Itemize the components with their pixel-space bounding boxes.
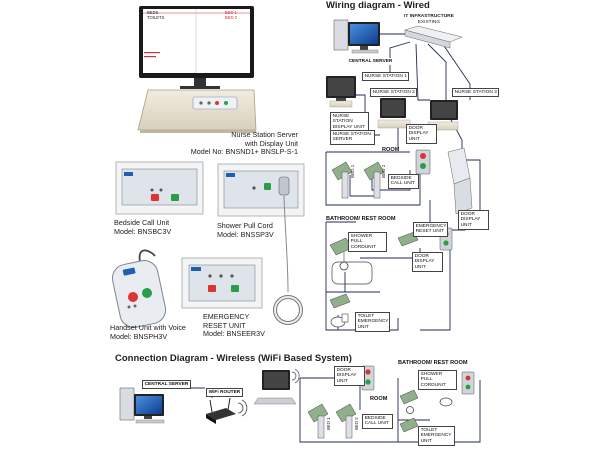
- central-server-computer: [333, 19, 380, 54]
- wireless-bedside-call-label: BEDSIDE CALL UNIT: [362, 414, 394, 429]
- bed-1-unit: [331, 161, 353, 199]
- shower-pull-label: SHOWER PULL CORDUNIT: [348, 232, 388, 253]
- door-display-label-2: DOOR DISPLAY UNIT: [458, 210, 490, 231]
- wireless-bed-2-label: BED 2: [354, 417, 359, 430]
- screen-line-left: TOILETS: [147, 15, 165, 20]
- server-caption: Nurse Station Server with Display Unit M…: [180, 130, 298, 157]
- wireless-nurse-laptop: [253, 368, 300, 405]
- existing-text: EXISTING: [417, 19, 441, 25]
- caption-line: Handset Unit with Voice: [110, 323, 186, 332]
- screen-line-right: BED 1: [224, 10, 237, 15]
- server-screen-text: BEDS BED 1 TOILETS BED 2: [147, 10, 247, 20]
- bed-1-label: BED 1: [350, 164, 355, 178]
- caption-line: Model: BNSSP3V: [217, 229, 274, 239]
- nurse-station-1-label: NURSE STATION 1: [362, 72, 410, 82]
- network-switch: [404, 25, 463, 49]
- screen-line-left: BEDS: [147, 10, 159, 15]
- caption-line: with Display Unit: [244, 138, 298, 148]
- central-server-label: CENTRAL SERVER: [347, 58, 394, 66]
- door-display-label-1: DOOR DISPLAY UNIT: [406, 124, 438, 145]
- it-infra-label: IT INFRASTRUCTURE EXISTING: [404, 14, 454, 25]
- caption-line: Model: BNSPH3V: [110, 331, 168, 341]
- caption-line: Model No: BNSND1+ BNSLP-S-1: [190, 147, 298, 157]
- it-infra-text: IT INFRASTRUCTURE: [404, 14, 454, 19]
- caption-line: RESET UNIT: [203, 320, 246, 330]
- wifi-router: [206, 397, 248, 424]
- bedside-call-label: BEDSIDE CALL UNIT: [388, 174, 420, 189]
- bed-2-unit: [363, 161, 385, 199]
- handset-image: [111, 249, 167, 328]
- emergency-caption: EMERGENCY RESET UNIT Model: BNSEER3V: [203, 312, 283, 339]
- shower-unit-image: [217, 163, 305, 325]
- wired-diagram-title: Wiring diagram - Wired: [326, 0, 430, 11]
- bedside-caption: Bedside Call Unit Model: BNSBC3V: [114, 218, 214, 236]
- door-display-label-3: DOOR DISPLAY UNIT: [412, 252, 444, 273]
- bedside-unit-image: [115, 161, 204, 215]
- caption-line: Model: BNSEER3V: [203, 329, 265, 339]
- screen-line-right: BED 2: [224, 15, 237, 20]
- caption-line: EMERGENCY: [203, 312, 250, 321]
- wireless-router-label: WiFi ROUTER: [206, 388, 243, 398]
- nurse-station-2-label: NURSE STATION 2: [370, 88, 418, 98]
- bathroom-fixture: [331, 261, 373, 285]
- wall-junction-box: [447, 147, 473, 215]
- nurse-station-3-label: NURSE STATION 3: [452, 88, 500, 98]
- caption-line: Bedside Call Unit: [114, 218, 170, 227]
- wireless-diagram-title: Connection Diagram - Wireless (WiFi Base…: [115, 353, 352, 364]
- caption-line: Model: BNSBC3V: [114, 226, 172, 236]
- nurse-station-2-monitor: [377, 98, 411, 129]
- door-display-unit-room: [415, 149, 431, 175]
- bathroom-label: BATHROOM/ REST ROOM: [326, 216, 396, 222]
- wireless-bed-1-label: BED 1: [326, 417, 331, 430]
- nurse-station-3-monitor: [427, 100, 459, 131]
- shower-caption: Shower Pull Cord Model: BNSSP3V: [217, 221, 297, 239]
- wireless-central-server-label: CENTRAL SERVER: [142, 380, 191, 390]
- handset-caption: Handset Unit with Voice Model: BNSPH3V: [110, 323, 210, 341]
- toilet-emergency-label: TOILET EMERGENCY UNIT: [355, 312, 391, 333]
- emergency-reset-label: EMERGENCY RESET UNIT: [413, 222, 449, 237]
- caption-line: Shower Pull Cord: [217, 221, 273, 230]
- wireless-toilet-emergency-label: TOILET EMERGENCY UNIT: [418, 426, 456, 447]
- room-label: ROOM: [382, 147, 400, 153]
- nurse-station-1-monitor: [326, 76, 356, 108]
- wireless-bed-units: [307, 403, 357, 439]
- wireless-bathroom-label: BATHROOM/ REST ROOM: [398, 360, 468, 366]
- nurse-station-server-label: NURSE STATION SERVER: [330, 130, 376, 145]
- wireless-bath-devices: [399, 371, 475, 433]
- toilet-emergency-device: [329, 293, 351, 328]
- server-product-image: [137, 6, 257, 133]
- wireless-shower-pull-label: SHOWER PULL CORDUNIT: [418, 370, 458, 391]
- wireless-central-server: [119, 387, 165, 424]
- caption-line: Nurse Station Server: [231, 130, 298, 139]
- wireless-room-label: ROOM: [370, 396, 388, 402]
- emergency-unit-image: [181, 257, 263, 309]
- bed-2-label: BED 2: [381, 164, 386, 178]
- wireless-door-display-label: DOOR DISPLAY UNIT: [334, 366, 366, 387]
